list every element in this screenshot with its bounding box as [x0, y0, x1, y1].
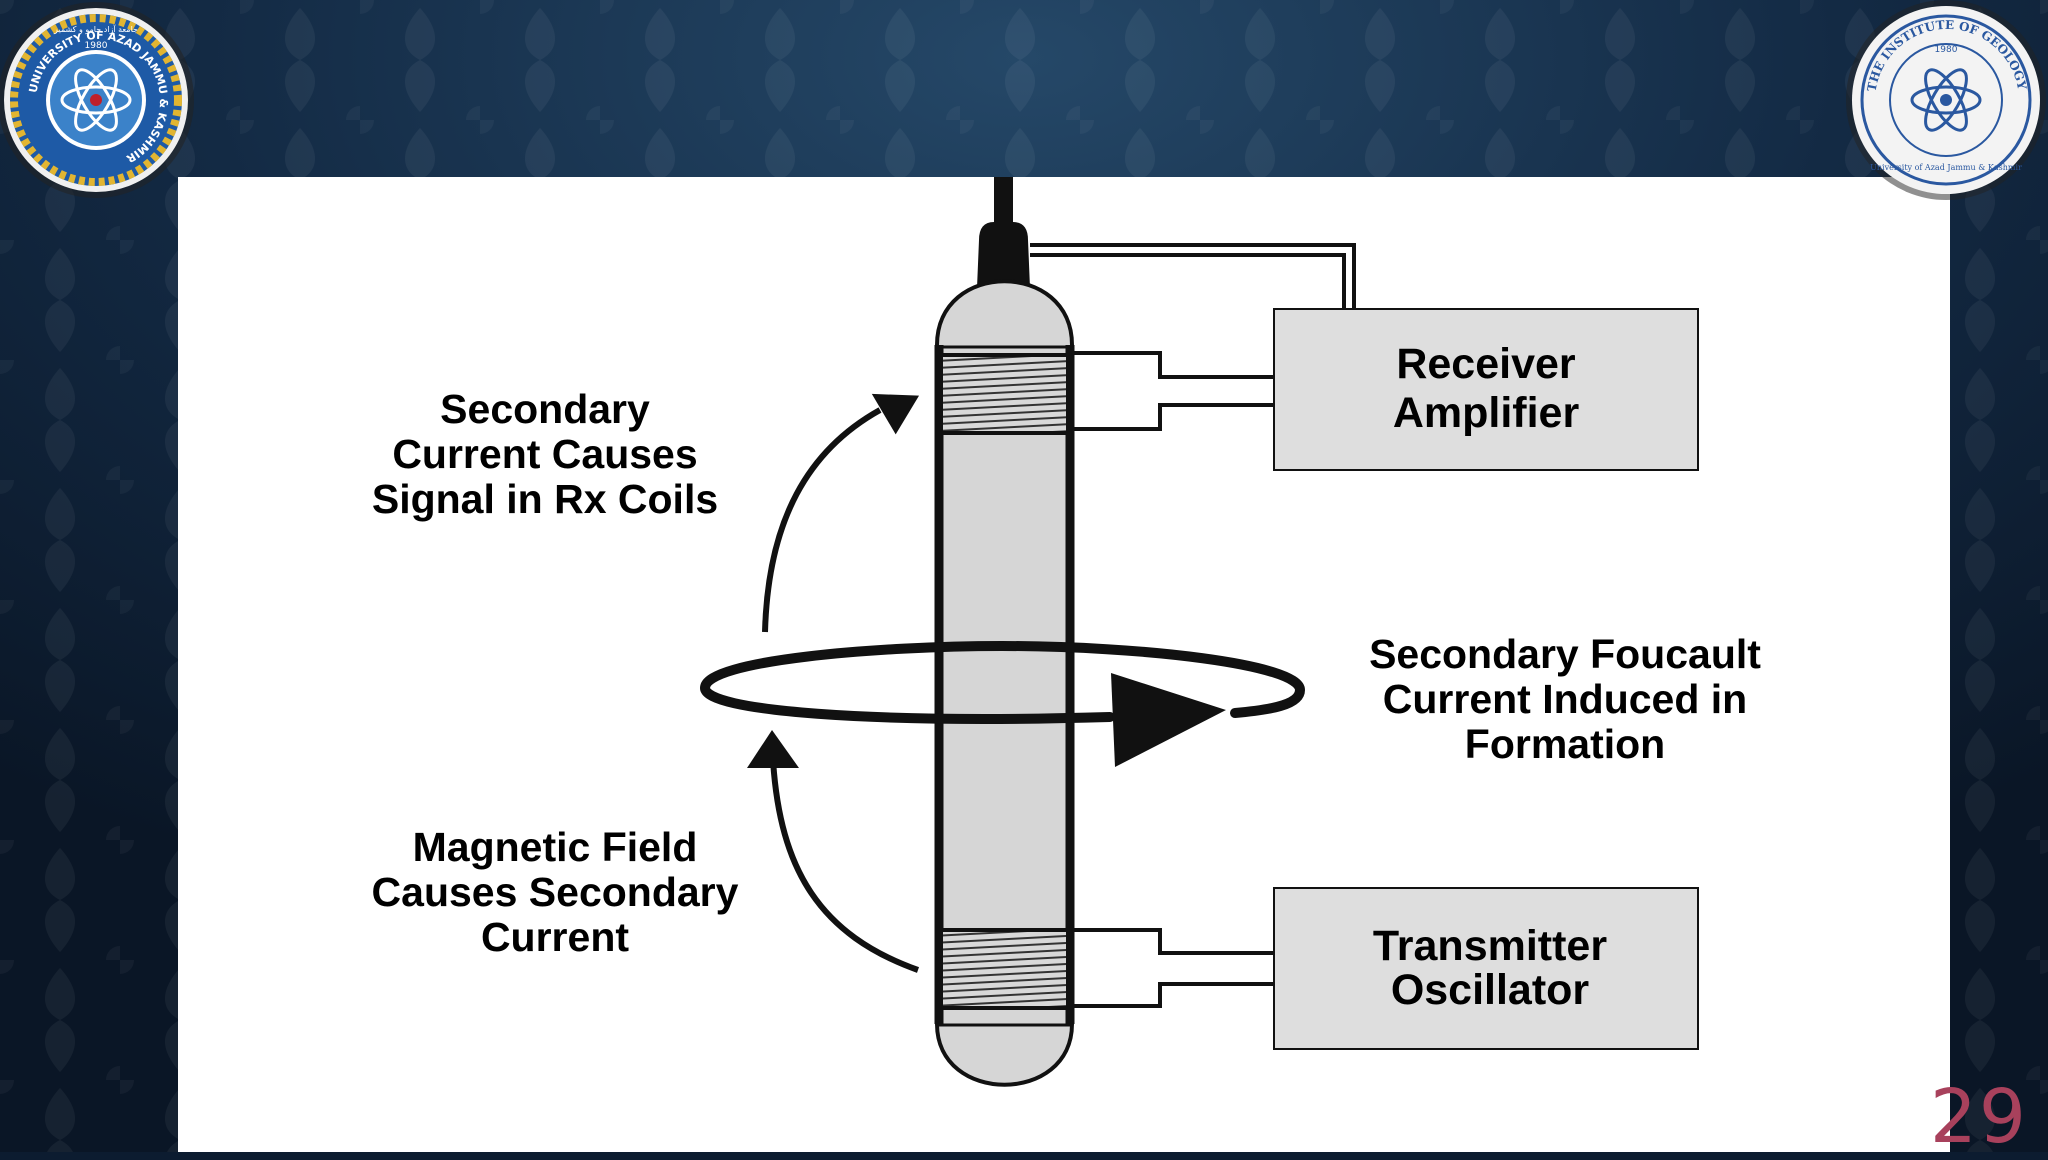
label-magnetic-field: Magnetic Field Causes Secondary Current — [372, 824, 739, 960]
label-secondary-current-line3: Signal in Rx Coils — [372, 476, 718, 522]
lower-curved-arrow — [747, 730, 920, 973]
transmitter-oscillator-box: Transmitter Oscillator — [1273, 887, 1699, 1050]
receiver-amplifier-box: Receiver Amplifier — [1273, 308, 1699, 471]
label-foucault-line2: Current Induced in — [1383, 676, 1747, 722]
upper-curved-arrow — [762, 393, 920, 633]
foucault-current-loop — [699, 640, 1306, 767]
label-magnetic-field-line1: Magnetic Field — [413, 824, 698, 870]
institute-logo-bottom-text: University of Azad Jammu & Kashmir — [1870, 163, 2022, 172]
receiver-box-line1: Receiver — [1396, 340, 1576, 388]
transmitter-box-line1: Transmitter — [1373, 922, 1607, 970]
university-logo-year: 1980 — [85, 41, 108, 51]
receiver-cable — [1030, 243, 1356, 308]
transmitter-box-line2: Oscillator — [1391, 966, 1590, 1014]
label-secondary-current-line2: Current Causes — [392, 431, 697, 477]
label-secondary-current-line1: Secondary — [440, 386, 650, 432]
university-logo: UNIVERSITY OF AZAD JAMMU & KASHMIR 1980 … — [0, 2, 194, 198]
label-magnetic-field-line2: Causes Secondary — [372, 869, 739, 915]
wireline-cable — [977, 177, 1030, 288]
receiver-box-line2: Amplifier — [1393, 389, 1580, 437]
label-secondary-current: Secondary Current Causes Signal in Rx Co… — [372, 386, 718, 522]
page-number: 29 — [1929, 1074, 2028, 1160]
logging-tool — [934, 279, 1075, 1087]
university-logo-top-text: جامعة آزاد جامو و کشمیر — [53, 24, 138, 34]
transmitter-coil — [937, 928, 1072, 1010]
label-foucault-line1: Secondary Foucault — [1369, 631, 1761, 677]
receiver-coil — [937, 353, 1072, 435]
label-foucault-line3: Formation — [1465, 721, 1665, 767]
institute-logo-year: 1980 — [1935, 45, 1958, 55]
label-foucault-current: Secondary Foucault Current Induced in Fo… — [1369, 631, 1761, 767]
transmitter-wires — [1072, 928, 1273, 1008]
institute-of-geology-logo: THE INSTITUTE OF GEOLOGY 1980 University… — [1846, 0, 2046, 200]
label-magnetic-field-line3: Current — [481, 914, 629, 960]
receiver-wires — [1072, 351, 1273, 431]
